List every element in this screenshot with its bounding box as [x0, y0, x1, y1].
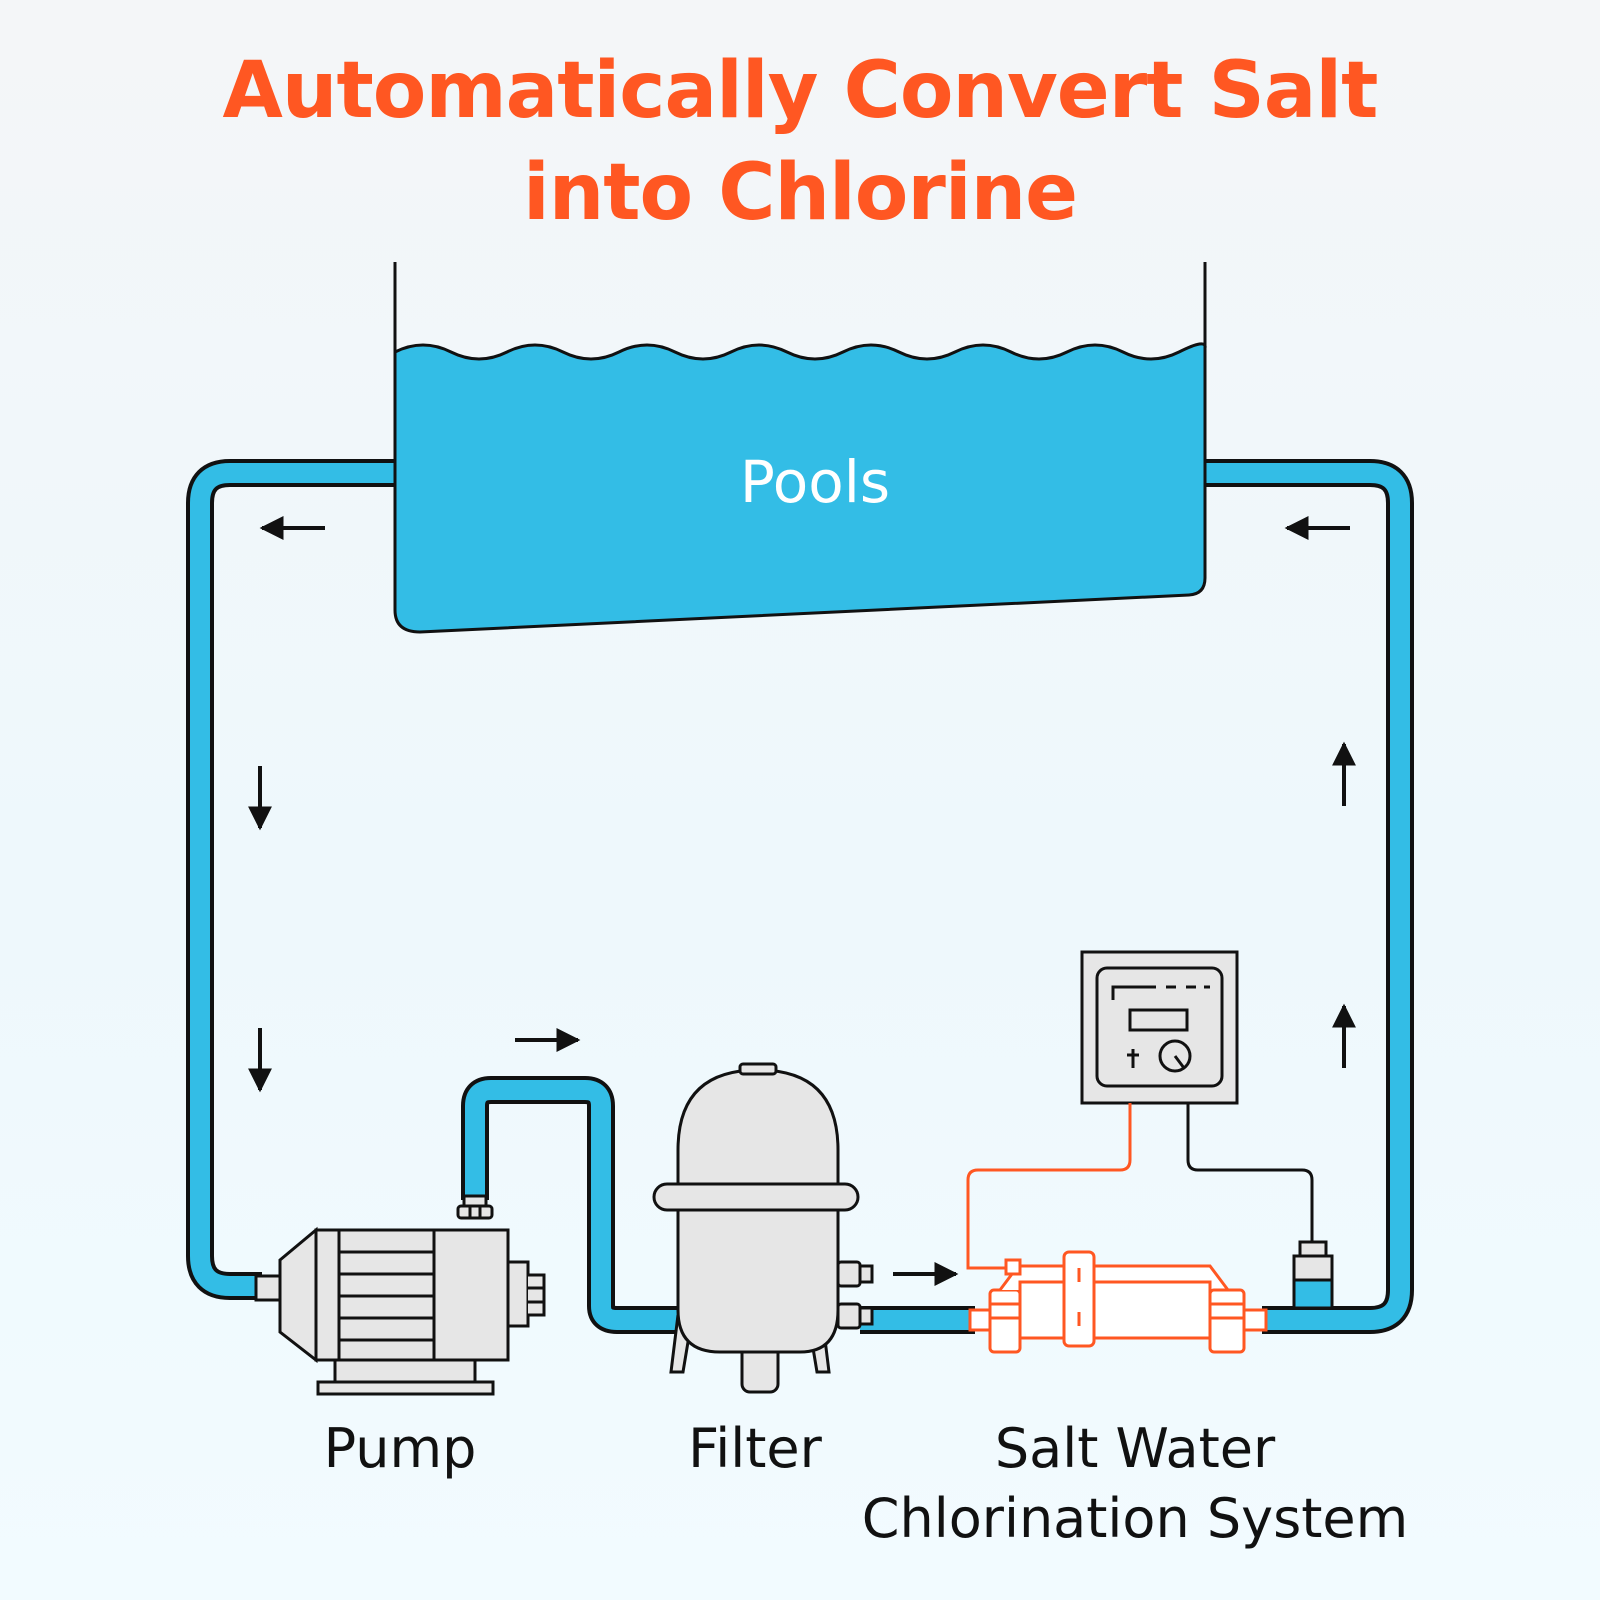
filter-icon	[652, 1062, 874, 1394]
pump-icon	[254, 1194, 546, 1396]
flow-sensor-icon	[1292, 1240, 1334, 1310]
pipe-loop	[186, 459, 1414, 1334]
flow-arrows	[248, 516, 1356, 1286]
pump-label: Pump	[323, 1417, 477, 1480]
control-panel-icon	[1080, 950, 1239, 1105]
chlorinator-label: Salt Water Chlorination System	[850, 1414, 1420, 1554]
chlorinator-cell-icon	[968, 1250, 1268, 1354]
pool-icon	[393, 262, 1207, 634]
chlorinator-label-line-2: Chlorination System	[861, 1487, 1409, 1550]
chlorinator-label-line-1: Salt Water	[994, 1417, 1276, 1480]
title-line-1: Automatically Convert Salt	[222, 46, 1379, 136]
control-wires	[966, 1103, 1314, 1270]
filter-label: Filter	[688, 1417, 822, 1480]
title-line-2: into Chlorine	[522, 148, 1078, 238]
pools-label: Pools	[739, 448, 891, 516]
page-title: Automatically Convert Salt into Chlorine	[0, 40, 1600, 244]
